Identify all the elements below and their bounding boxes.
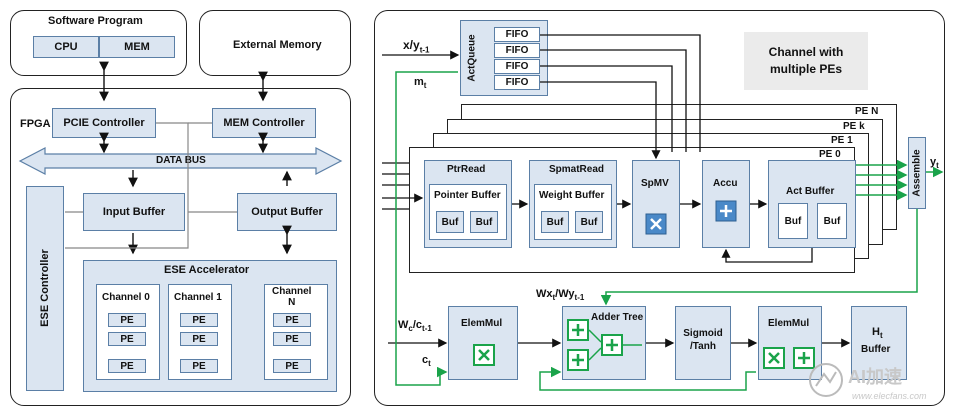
pe-box: PE (180, 332, 218, 346)
buf-box: Buf (575, 211, 603, 233)
channel-note-label: Channel with multiple PEs (768, 45, 844, 76)
watermark-brand: AI加速 (848, 367, 902, 387)
watermark-logo (809, 363, 843, 397)
channel-n-label: Channel N (272, 286, 312, 308)
spmv-label: SpMV (641, 178, 669, 189)
channel-1-label: Channel 1 (174, 292, 222, 303)
elemmul-label: ElemMul (461, 318, 503, 329)
watermark-site: www.elecfans.com (852, 391, 927, 401)
elemmul2-icons (763, 347, 815, 369)
ptr-read-label: PtrRead (447, 164, 486, 175)
sigmoid-tanh-label: Sigmoid /Tanh (683, 328, 723, 352)
output-y-label: yt (930, 156, 939, 171)
fifo-box: FIFO (494, 75, 540, 90)
fifo-box: FIFO (494, 27, 540, 42)
ht-label: Ht (872, 326, 883, 341)
pe-box: PE (273, 313, 311, 327)
input-m-label: mt (414, 76, 427, 91)
act-buffer-label: Act Buffer (786, 186, 835, 197)
pe-box: PE (273, 332, 311, 346)
ese-controller-box (26, 186, 64, 391)
pe-n-label: PE N (855, 106, 879, 117)
pe-1-label: PE 1 (831, 135, 853, 146)
input-x-label: x/yt-1 (403, 38, 430, 55)
input-buffer-box: Input Buffer (83, 193, 185, 231)
mem-box: MEM (99, 36, 175, 58)
buf-box: Buf (470, 211, 498, 233)
pe-box: PE (108, 359, 146, 373)
pe-box: PE (180, 359, 218, 373)
elemmul-box (448, 306, 518, 380)
channel-0-label: Channel 0 (102, 292, 150, 303)
data-bus-label: DATA BUS (156, 155, 206, 166)
adder-tree-label: Adder Tree (591, 312, 644, 323)
ht-buffer-label: Buffer (861, 344, 891, 355)
cpu-box: CPU (33, 36, 99, 58)
multiply-icon (645, 213, 667, 235)
wc-label: Wc/ct-1 (398, 319, 432, 334)
assemble-box (908, 137, 926, 209)
pe-box: PE (273, 359, 311, 373)
fpga-label: FPGA (20, 118, 51, 130)
ct-label: ct (422, 354, 431, 369)
fifo-box: FIFO (494, 59, 540, 74)
buf-box: Buf (817, 203, 847, 239)
add-icon (715, 200, 737, 222)
mem-controller-box: MEM Controller (212, 108, 316, 138)
pe-k-label: PE k (843, 121, 865, 132)
ht-buffer-box (851, 306, 907, 380)
accu-label: Accu (713, 178, 738, 189)
pointer-buffer-label: Pointer Buffer (434, 190, 501, 201)
spmat-read-label: SpmatRead (549, 164, 605, 175)
fifo-box: FIFO (494, 43, 540, 58)
elemmul2-label: ElemMul (768, 318, 810, 329)
ese-accelerator-title: ESE Accelerator (164, 264, 250, 276)
channel-note-box (744, 32, 868, 90)
adder-tree-icons (567, 319, 642, 371)
buf-box: Buf (778, 203, 808, 239)
pe-box: PE (180, 313, 218, 327)
software-program-title: Software Program (48, 15, 143, 27)
external-memory-title: External Memory (233, 39, 322, 51)
pe-box: PE (108, 332, 146, 346)
weight-buffer-label: Weight Buffer (539, 190, 605, 201)
pe-box: PE (108, 313, 146, 327)
buf-box: Buf (436, 211, 464, 233)
pe-0-label: PE 0 (819, 149, 841, 160)
external-memory-panel (199, 10, 351, 76)
buf-box: Buf (541, 211, 569, 233)
sigmoid-tanh-box (675, 306, 731, 380)
wx-label: Wxt/Wyt-1 (536, 288, 585, 303)
pcie-controller-box: PCIE Controller (52, 108, 156, 138)
multiply-icon (473, 344, 495, 366)
